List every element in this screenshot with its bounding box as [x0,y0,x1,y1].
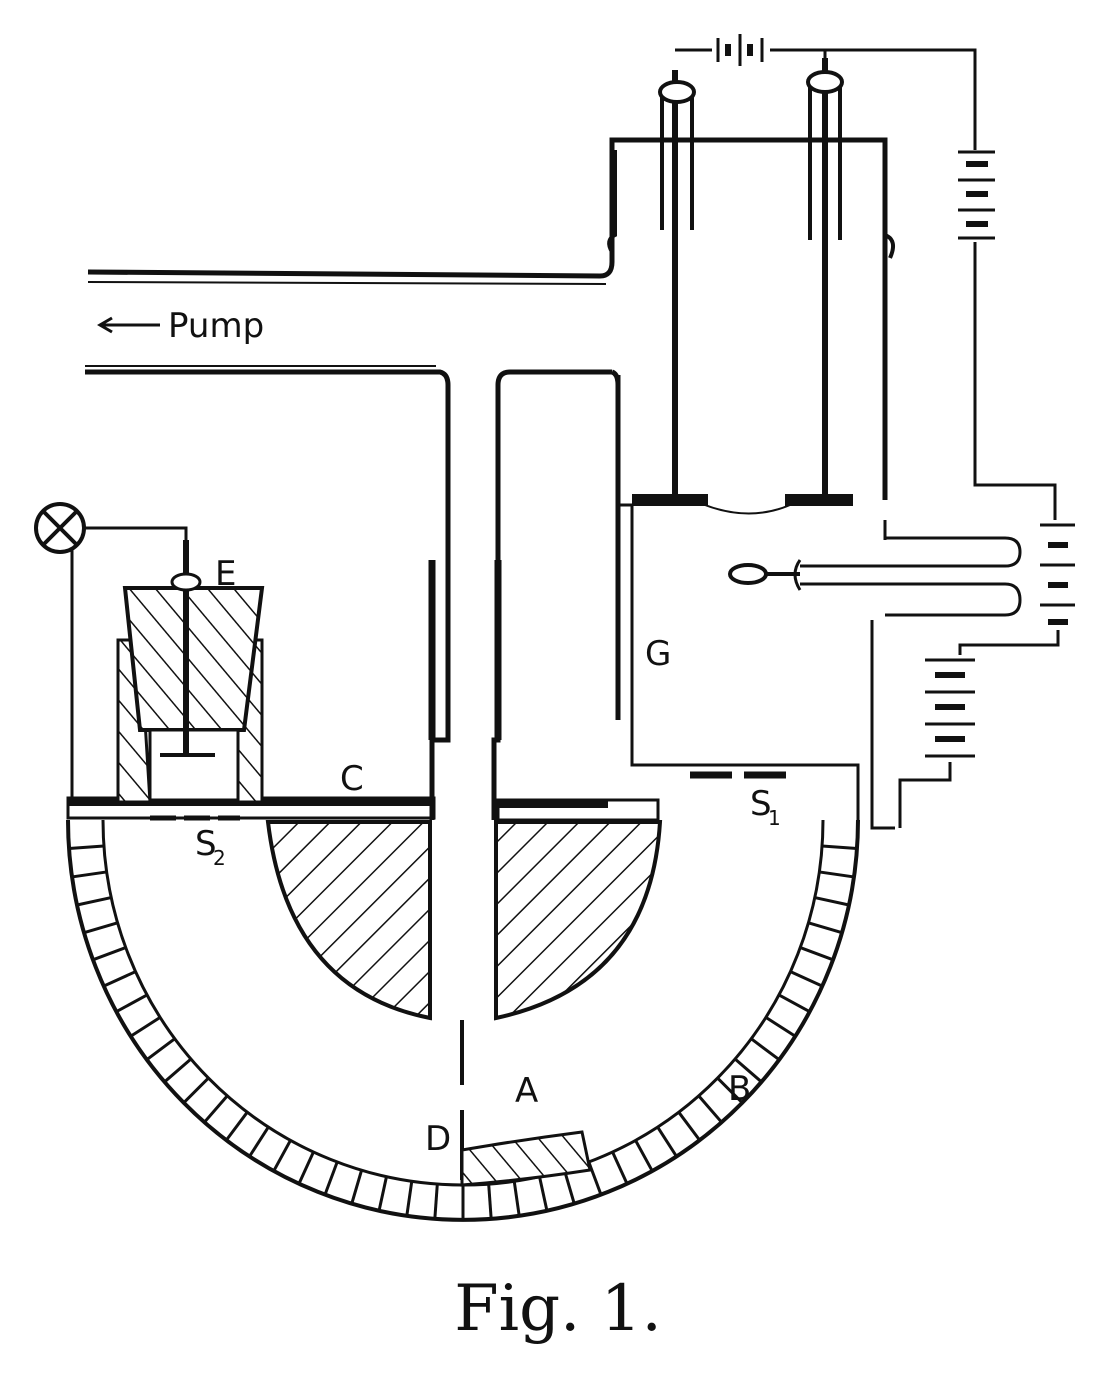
wall-tile-divider [677,1111,701,1142]
label-a: A [515,1071,538,1111]
wall-tile-divider [163,1057,192,1084]
wall-tile-divider [323,1161,339,1196]
wall-tile-divider [272,1139,292,1172]
target-plate [460,1130,592,1187]
wall-tile-divider [145,1037,176,1061]
svg-text:2: 2 [213,846,226,870]
electrode-plate-right [785,494,853,506]
label-b: B [728,1069,751,1109]
wall-tile-divider [377,1176,388,1212]
wall-tile-divider [750,1037,781,1061]
electrode-plate-left [632,494,708,506]
wall-tile-divider [103,970,137,988]
wall-tile-divider [538,1176,549,1212]
discharge-tube-g [607,58,1022,830]
label-d: D [425,1119,451,1159]
source-e [116,540,265,804]
wall-tile-divider [697,1094,723,1124]
wall-tile-divider [821,844,858,851]
svg-text:S: S [750,784,772,824]
wall-tile-divider [814,896,850,907]
chamber-wall-tiles [68,844,858,1220]
wall-tile-divider [487,1183,493,1220]
svg-text:S: S [195,824,217,864]
battery-right-upper [958,150,1057,520]
wall-tile-divider [716,1077,744,1104]
wall-tile-divider [71,870,107,879]
outer-chamber [66,819,860,1222]
lamp-wire [70,526,188,800]
wall-tile-divider [182,1077,210,1104]
wall-tile-divider [799,946,834,962]
wall-tile-divider [611,1151,629,1185]
pump-line [87,137,640,334]
pump-arrow [97,316,160,334]
wall-tile-divider [203,1094,229,1124]
wall-tile-divider [248,1126,270,1158]
label-s1: S 1 [750,784,781,830]
hatched-block-left [265,820,432,1021]
pump-label: Pump [168,306,264,346]
source-e-plug [122,586,265,732]
wall-tile-divider [433,1183,439,1220]
battery-top [675,34,977,150]
wall-tile-divider [562,1169,576,1205]
label-c: C [340,759,364,799]
filament-loop [728,563,768,585]
wall-tile-divider [734,1057,763,1084]
wall-tile-divider [656,1126,678,1158]
wall-tile-divider [83,921,119,935]
svg-text:1: 1 [768,806,781,830]
wall-tile-divider [350,1169,364,1205]
wall-tile-divider [115,993,148,1014]
pump-text: Pump [168,306,264,346]
wall-tile-divider [297,1151,315,1185]
wall-tile-divider [129,1016,161,1038]
wall-tile-divider [819,870,855,879]
label-g: G [645,634,671,674]
wall-tile-divider [405,1181,414,1217]
wall-tile-divider [778,993,811,1014]
wall-tile-divider [76,896,112,907]
battery-right-small [958,523,1075,655]
wall-tile-divider [765,1016,797,1038]
label-e: E [215,554,236,594]
wall-tile-divider [789,970,823,988]
figure-caption: Fig. 1. [454,1272,662,1346]
wall-tile-divider [92,946,127,962]
wall-tile-divider [807,921,843,935]
indicator-lamp [34,502,86,554]
battery-lower-right [898,658,975,828]
wall-tile-divider [68,844,105,851]
wall-tile-divider [634,1139,654,1172]
wall-tile-divider [225,1111,249,1142]
label-s2: S 2 [195,824,226,870]
hatched-block-right [494,820,663,1021]
wall-tile-divider [512,1181,521,1217]
